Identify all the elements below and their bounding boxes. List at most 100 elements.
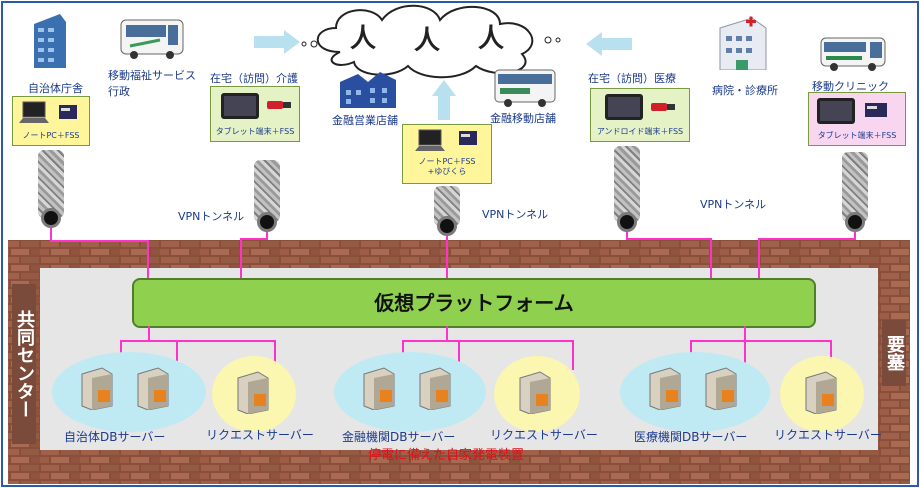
- wire: [240, 238, 268, 240]
- db-server-icon: [649, 367, 681, 410]
- vpn-tunnel-2: [254, 160, 280, 222]
- hospital-icon: [719, 16, 767, 70]
- tunnel-end-4: [617, 212, 637, 232]
- wire: [572, 340, 574, 370]
- vpn-label-2: VPNトンネル: [482, 208, 549, 221]
- caption-notepc: ノートPC＋FSS: [22, 131, 80, 140]
- label-city-hall: 自治体庁舎: [28, 82, 83, 95]
- label-city-db: 自治体DBサーバー: [64, 430, 166, 444]
- wire: [744, 340, 746, 366]
- wire: [830, 340, 832, 370]
- db-server-icon: [137, 367, 169, 410]
- arrow-right-icon: [254, 30, 300, 54]
- fss-card-icon: [59, 105, 77, 119]
- label-welfare: 移動福祉サービス 行政: [108, 69, 196, 98]
- db-group-glow: [620, 352, 770, 432]
- label-fortress: 要塞: [882, 320, 906, 386]
- device-box-center-pc: ノートPC＋FSS +ゆびくら: [402, 124, 492, 184]
- device-box-tablet-clinic: タブレット端末＋FSS: [808, 92, 906, 146]
- wire: [120, 340, 276, 342]
- request-server-icon: [237, 371, 269, 414]
- laptop-icon: [415, 129, 445, 151]
- usb-key-icon: [651, 103, 675, 111]
- vpn-tunnel-4: [614, 146, 640, 222]
- generator-label: 停電に備えた自家発電装置: [368, 448, 525, 463]
- laptop-icon: [19, 101, 49, 123]
- wire: [626, 238, 712, 240]
- vpn-tunnel-1: [38, 150, 64, 218]
- request-server-icon: [805, 371, 837, 414]
- wire: [744, 326, 746, 342]
- label-home-care: 在宅（訪問）介護: [210, 72, 298, 85]
- db-group-glow: [334, 352, 486, 432]
- tablet-icon: [817, 98, 855, 124]
- tunnel-end-2: [257, 212, 277, 232]
- wire: [50, 240, 148, 242]
- tunnel-end-5: [845, 212, 865, 232]
- label-med-db: 医療機関DBサーバー: [634, 430, 748, 444]
- device-box-notepc: ノートPC＋FSS: [12, 96, 90, 146]
- wire: [147, 240, 149, 280]
- cloud-shape: [301, 4, 561, 79]
- caption-tablet-clinic: タブレット端末＋FSS: [817, 131, 897, 140]
- caption-center-pc-1: ノートPC＋FSS: [418, 157, 476, 166]
- wire: [758, 238, 760, 280]
- caption-android: アンドロイド端末＋FSS: [596, 127, 684, 136]
- fss-card-icon: [459, 131, 477, 145]
- label-finance-mobile: 金融移動店舗: [490, 112, 556, 125]
- cloud-person-1: 人: [350, 24, 377, 54]
- caption-center-pc-2: +ゆびくら: [427, 167, 467, 176]
- vpn-label-1: VPNトンネル: [178, 210, 245, 223]
- wire: [446, 236, 448, 280]
- db-group-glow: [52, 352, 206, 432]
- arrow-up-icon: [432, 80, 456, 120]
- tunnel-end-3: [437, 216, 457, 236]
- label-home-medical: 在宅（訪問）医療: [588, 72, 676, 85]
- label-request-3: リクエストサーバー: [774, 428, 882, 442]
- tablet-icon: [221, 93, 259, 119]
- wire: [402, 340, 574, 342]
- office-building-icon: [34, 14, 66, 68]
- wire: [50, 228, 52, 242]
- virtual-platform: 仮想プラットフォーム: [132, 278, 816, 328]
- vpn-label-3: VPNトンネル: [700, 198, 767, 211]
- wire: [690, 340, 832, 342]
- device-box-tablet-care: タブレット端末＋FSS: [210, 86, 300, 142]
- label-fin-db: 金融機関DBサーバー: [342, 430, 456, 444]
- device-box-android: アンドロイド端末＋FSS: [590, 88, 690, 142]
- db-server-icon: [705, 367, 737, 410]
- welfare-bus-icon: [120, 19, 184, 59]
- wire: [758, 238, 856, 240]
- mobile-branch-bus-icon: [494, 69, 556, 107]
- label-request-2: リクエストサーバー: [490, 428, 598, 442]
- tunnel-end-1: [41, 208, 61, 228]
- cloud-person-3: 人: [478, 24, 505, 54]
- wire: [266, 232, 268, 240]
- wire: [176, 340, 178, 366]
- mobile-clinic-bus-icon: [820, 37, 886, 71]
- wire: [148, 326, 150, 340]
- db-server-icon: [419, 367, 451, 410]
- tablet-icon: [605, 94, 643, 120]
- cloud-person-2: 人: [414, 26, 441, 56]
- usb-key-icon: [267, 101, 291, 109]
- wire: [458, 340, 460, 366]
- bank-building-icon: [340, 72, 396, 108]
- wire: [710, 238, 712, 280]
- wire: [854, 232, 856, 240]
- wire: [446, 326, 448, 342]
- wire: [240, 238, 242, 280]
- fss-card-icon: [865, 103, 887, 117]
- label-shared-center: 共同センター: [12, 284, 36, 444]
- wire: [626, 232, 628, 240]
- label-finance-branch: 金融営業店舗: [332, 114, 398, 127]
- label-mobile-clinic: 移動クリニック: [812, 80, 889, 93]
- db-server-icon: [363, 367, 395, 410]
- label-hospital: 病院・診療所: [712, 84, 778, 97]
- request-server-icon: [519, 371, 551, 414]
- wire: [274, 340, 276, 370]
- vpn-tunnel-5: [842, 152, 868, 222]
- label-request-1: リクエストサーバー: [206, 428, 314, 442]
- arrow-left-icon: [586, 32, 632, 56]
